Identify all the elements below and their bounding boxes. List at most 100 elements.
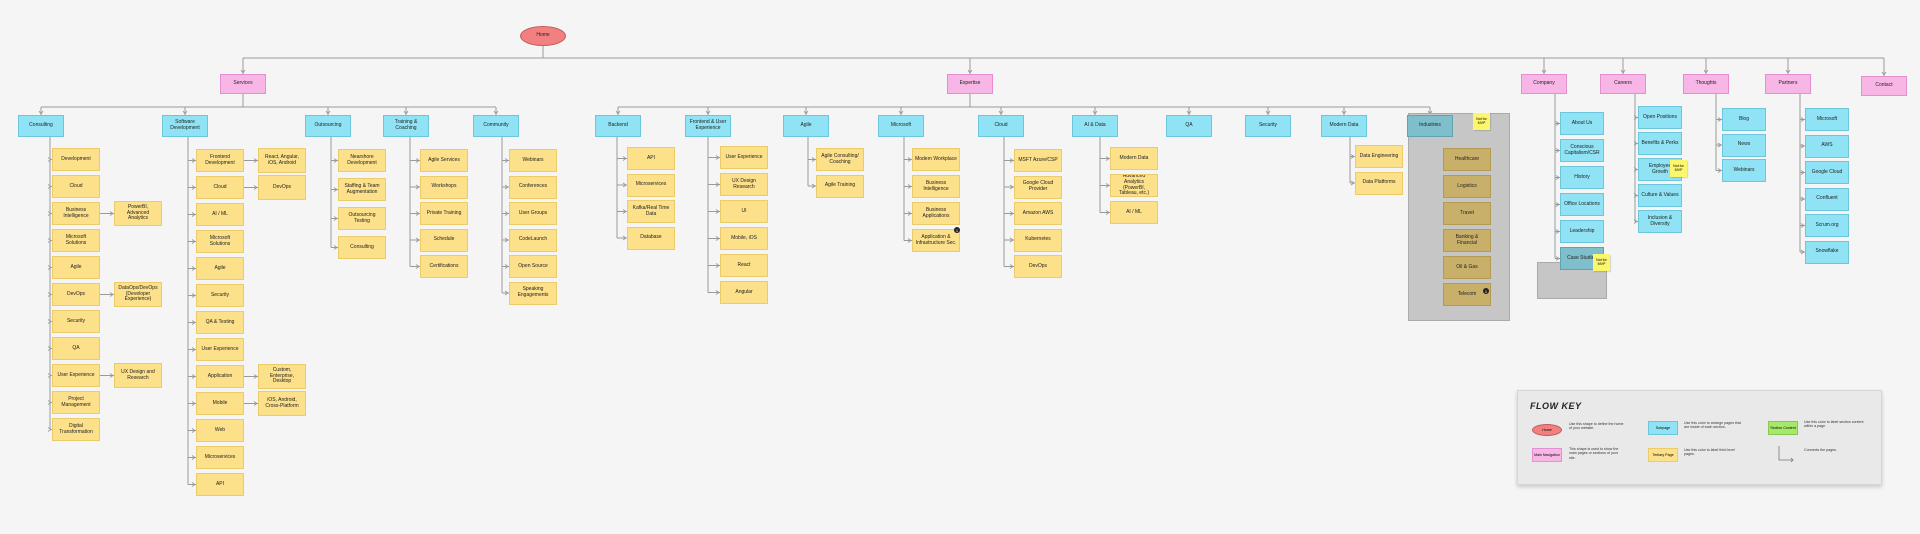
tertiary-security: Security bbox=[196, 284, 244, 307]
tertiary-speaking-engagements: Speaking Engagements bbox=[509, 281, 557, 305]
tertiary-msft-azure-csp: MSFT Azure/CSP bbox=[1014, 149, 1062, 172]
tertiary-ui: UI bbox=[720, 200, 768, 223]
tertiary-user-experience: User Experience bbox=[52, 364, 100, 387]
key-connector-desc: Connects the pages. bbox=[1804, 448, 1837, 452]
tertiary-webinars: Webinars bbox=[509, 149, 557, 172]
tertiary-devops: DevOps bbox=[1014, 255, 1062, 278]
home-node: Home bbox=[520, 26, 566, 46]
key-ter-shape: Tertiary Page bbox=[1648, 448, 1678, 462]
subpage-security: Security bbox=[1245, 115, 1291, 137]
tertiary-kafka-real-time-data: Kafka/Real Time Data bbox=[627, 200, 675, 223]
tertiary-api: API bbox=[627, 147, 675, 170]
tertiary-open-source: Open Source bbox=[509, 255, 557, 278]
tertiary-application: Application bbox=[196, 365, 244, 388]
detail-ios-android-cross-platform: iOS, Android, Cross-Platform bbox=[258, 391, 306, 416]
subpage-google-cloud: Google Cloud bbox=[1805, 161, 1849, 184]
subpage-webinars: Webinars bbox=[1722, 159, 1766, 182]
tertiary-mobile: Mobile bbox=[196, 392, 244, 415]
badge-application-security: 1 bbox=[954, 227, 960, 233]
tertiary-outsourcing-testing: Outsourcing Testing bbox=[338, 207, 386, 230]
key-main-shape: Main Navigation bbox=[1532, 448, 1562, 462]
subpage-culture-values: Culture & Values bbox=[1638, 184, 1682, 207]
key-home-shape: Home bbox=[1532, 424, 1562, 436]
tertiary-telecom: Telecom bbox=[1443, 283, 1491, 306]
tertiary-database: Database bbox=[627, 226, 675, 250]
tertiary-certifications: Certifications bbox=[420, 255, 468, 278]
note-industries-not-for-mvp: Not for MVP bbox=[1473, 113, 1490, 130]
main-nav-company: Company bbox=[1521, 74, 1567, 94]
tertiary-travel: Travel bbox=[1443, 202, 1491, 225]
detail-devops: DevOps bbox=[258, 175, 306, 200]
subpage-leadership: Leadership bbox=[1560, 220, 1604, 243]
tertiary-cloud: Cloud bbox=[52, 175, 100, 198]
subpage-modern-data: Modern Data bbox=[1321, 115, 1367, 137]
subpage-industries: Industries bbox=[1407, 115, 1453, 137]
tertiary-microsoft-solutions: Microsoft Solutions bbox=[196, 230, 244, 253]
tertiary-microservices: Microservices bbox=[196, 446, 244, 469]
tertiary-project-management: Project Management bbox=[52, 391, 100, 414]
subpage-news: News bbox=[1722, 133, 1766, 157]
tertiary-api: API bbox=[196, 473, 244, 496]
subpage-training-coaching: Training & Coaching bbox=[383, 115, 429, 137]
tertiary-react: React bbox=[720, 254, 768, 277]
tertiary-qa: QA bbox=[52, 337, 100, 360]
tertiary-codelaunch: CodeLaunch bbox=[509, 228, 557, 252]
tertiary-healthcare: Healthcare bbox=[1443, 148, 1491, 171]
badge-telecom: 1 bbox=[1483, 288, 1489, 294]
tertiary-microservices: Microservices bbox=[627, 173, 675, 197]
tertiary-workshops: Workshops bbox=[420, 175, 468, 199]
key-sub-shape: Subpage bbox=[1648, 421, 1678, 435]
tertiary-nearshore-development: Nearshore Development bbox=[338, 149, 386, 172]
tertiary-business-applications: Business Applications bbox=[912, 202, 960, 225]
subpage-community: Community bbox=[473, 115, 519, 137]
tertiary-agile-services: Agile Services bbox=[420, 149, 468, 172]
flow-key: FLOW KEY Home Use this shape to define t… bbox=[1517, 390, 1882, 485]
key-sub-desc: Use this color to arrange pages that are… bbox=[1684, 421, 1741, 430]
tertiary-data-platforms: Data Platforms bbox=[1355, 171, 1403, 195]
tertiary-agile: Agile bbox=[196, 257, 244, 280]
tertiary-user-groups: User Groups bbox=[509, 202, 557, 225]
tertiary-security: Security bbox=[52, 310, 100, 333]
subpage-cloud: Cloud bbox=[978, 115, 1024, 137]
tertiary-microsoft-solutions: Microsoft Solutions bbox=[52, 229, 100, 252]
main-nav-partners: Partners bbox=[1765, 74, 1811, 94]
subpage-scrum-org: Scrum.org bbox=[1805, 214, 1849, 237]
flow-key-title: FLOW KEY bbox=[1530, 401, 1582, 411]
subpage-ai-data: AI & Data bbox=[1072, 115, 1118, 137]
tertiary-qa-testing: QA & Testing bbox=[196, 311, 244, 334]
tertiary-business-intelligence: Business Intelligence bbox=[912, 175, 960, 198]
tertiary-agile-training: Agile Training bbox=[816, 174, 864, 198]
subpage-microsoft: Microsoft bbox=[1805, 108, 1849, 131]
tertiary-modern-data: Modern Data bbox=[1110, 147, 1158, 170]
tertiary-advanced-analytics-powerbi-tableau-etc: Advanced Analytics (PowerBI, Tableau, et… bbox=[1110, 174, 1158, 197]
subpage-office-locations: Office Locations bbox=[1560, 193, 1604, 216]
tertiary-kubernetes: Kubernetes bbox=[1014, 228, 1062, 252]
subpage-benefits-perks: Benefits & Perks bbox=[1638, 132, 1682, 155]
subpage-qa: QA bbox=[1166, 115, 1212, 137]
subpage-aws: AWS bbox=[1805, 134, 1849, 158]
tertiary-development: Development bbox=[52, 148, 100, 171]
tertiary-staffing-team-augmentation: Staffing & Team Augmentation bbox=[338, 178, 386, 201]
key-home-desc: Use this shape to define the home of you… bbox=[1569, 422, 1624, 431]
subpage-consulting: Consulting bbox=[18, 115, 64, 137]
subpage-about-us: About Us bbox=[1560, 112, 1604, 135]
subpage-agile: Agile bbox=[783, 115, 829, 137]
main-nav-expertise: Expertise bbox=[947, 74, 993, 94]
tertiary-logistics: Logistics bbox=[1443, 175, 1491, 198]
detail-powerbi-advanced-analytics: PowerBI, Advanced Analytics bbox=[114, 201, 162, 226]
subpage-frontend-user-experience: Frontend & User Experience bbox=[685, 115, 731, 137]
main-nav-thoughts: Thoughts bbox=[1683, 74, 1729, 94]
subpage-backend: Backend bbox=[595, 115, 641, 137]
tertiary-agile-consulting-coaching: Agile Consulting/ Coaching bbox=[816, 148, 864, 171]
tertiary-conferences: Conferences bbox=[509, 175, 557, 199]
tertiary-devops: DevOps bbox=[52, 283, 100, 306]
key-connector-icon bbox=[1778, 446, 1794, 463]
subpage-software-development: Software Development bbox=[162, 115, 208, 137]
key-ter-desc: Use this color to label third level page… bbox=[1684, 448, 1735, 457]
tertiary-data-engineering: Data Engineering bbox=[1355, 145, 1403, 168]
detail-custom-enterprise-desktop: Custom, Enterprise, Desktop bbox=[258, 364, 306, 389]
subpage-conscious-capitalism-csr: Conscious Capitalism/CSR bbox=[1560, 139, 1604, 162]
tertiary-cloud: Cloud bbox=[196, 176, 244, 199]
